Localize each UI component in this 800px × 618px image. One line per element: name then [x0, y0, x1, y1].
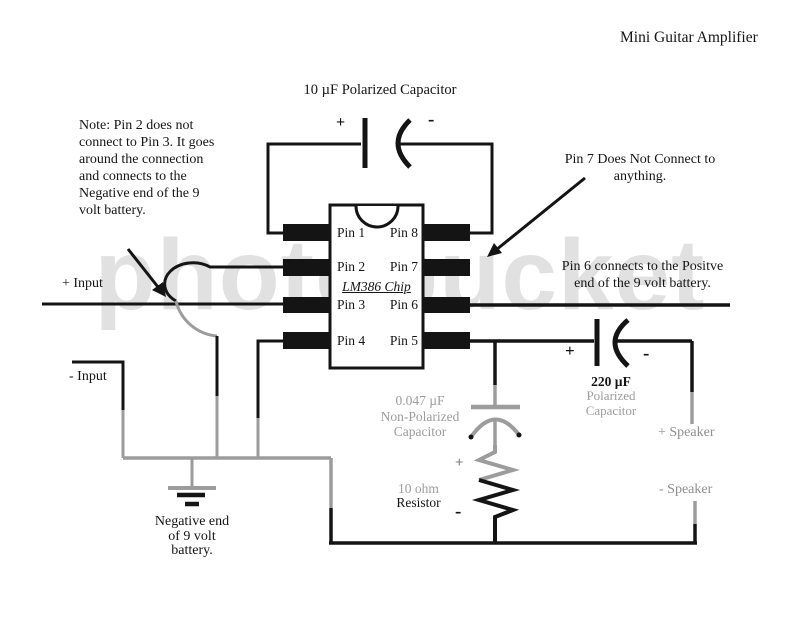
cap220-minus-sign: - — [643, 343, 650, 364]
pin8-lead — [422, 224, 470, 241]
pin2-note: Note: Pin 2 does not connect to Pin 3. I… — [79, 118, 215, 218]
cap10-plus-sign: + — [336, 114, 346, 131]
input-neg-label: - Input — [69, 369, 107, 384]
pin7-note: Pin 7 Does Not Connect to anything. — [564, 152, 716, 184]
pin1-lead — [283, 224, 331, 241]
pin6-label: Pin 6 — [389, 297, 418, 312]
pin4-lead — [283, 332, 331, 349]
resistor-value-label: 10 ohm — [398, 481, 439, 496]
pin2-lead — [283, 259, 331, 276]
speaker-pos-label: + Speaker — [658, 425, 715, 440]
pin4-wire — [256, 339, 284, 458]
cap10-label: 10 µF Polarized Capacitor — [303, 82, 457, 98]
pin5-label: Pin 5 — [389, 333, 418, 348]
lm386-chip-icon — [283, 203, 470, 370]
pin6-lead — [422, 297, 470, 313]
pin1-label: Pin 1 — [337, 225, 366, 240]
input-pos-label: + Input — [62, 276, 103, 291]
pin2-label: Pin 2 — [337, 259, 366, 274]
speaker-pos-wire — [613, 339, 694, 424]
cap047-label: 0.047 µF Non-Polarized Capacitor — [380, 393, 460, 439]
ground-label: Negative end of 9 volt battery. — [154, 514, 230, 558]
cap10-capacitor-icon — [362, 118, 412, 169]
note-arrow-icon — [126, 248, 166, 297]
pin3-lead — [283, 297, 331, 313]
pin5-lead — [422, 332, 470, 349]
resistor-icon — [471, 445, 521, 543]
pin7-label: Pin 7 — [389, 259, 418, 274]
pin8-label: Pin 8 — [389, 225, 418, 240]
resistor-plus-sign: + — [455, 455, 464, 471]
cap047-capacitor-icon — [468, 341, 522, 445]
cap220-type-label: Polarized Capacitor — [585, 388, 637, 418]
cap10-minus-sign: - — [428, 109, 435, 130]
resistor-minus-sign: - — [455, 501, 462, 522]
resistor-word-label: Resistor — [396, 495, 441, 510]
chip-name-label: LM386 Chip — [342, 279, 411, 294]
page-title: Mini Guitar Amplifier — [620, 29, 758, 46]
pin7-lead — [422, 259, 470, 276]
ground-symbol-icon — [168, 458, 216, 507]
speaker-neg-label: - Speaker — [659, 482, 713, 497]
pin3-label: Pin 3 — [337, 297, 366, 312]
ground-rail-wire — [123, 456, 333, 543]
input-neg-wire — [72, 360, 125, 458]
pin6-note: Pin 6 connects to the Positve end of the… — [561, 259, 724, 291]
cap220-value-label: 220 µF — [591, 374, 631, 389]
pin2-bypass-wire — [163, 261, 284, 458]
pin7-arrow-icon — [487, 176, 586, 257]
cap10-loop-wire — [266, 142, 494, 235]
cap220-plus-sign: + — [565, 341, 575, 360]
pin4-label: Pin 4 — [337, 333, 366, 348]
